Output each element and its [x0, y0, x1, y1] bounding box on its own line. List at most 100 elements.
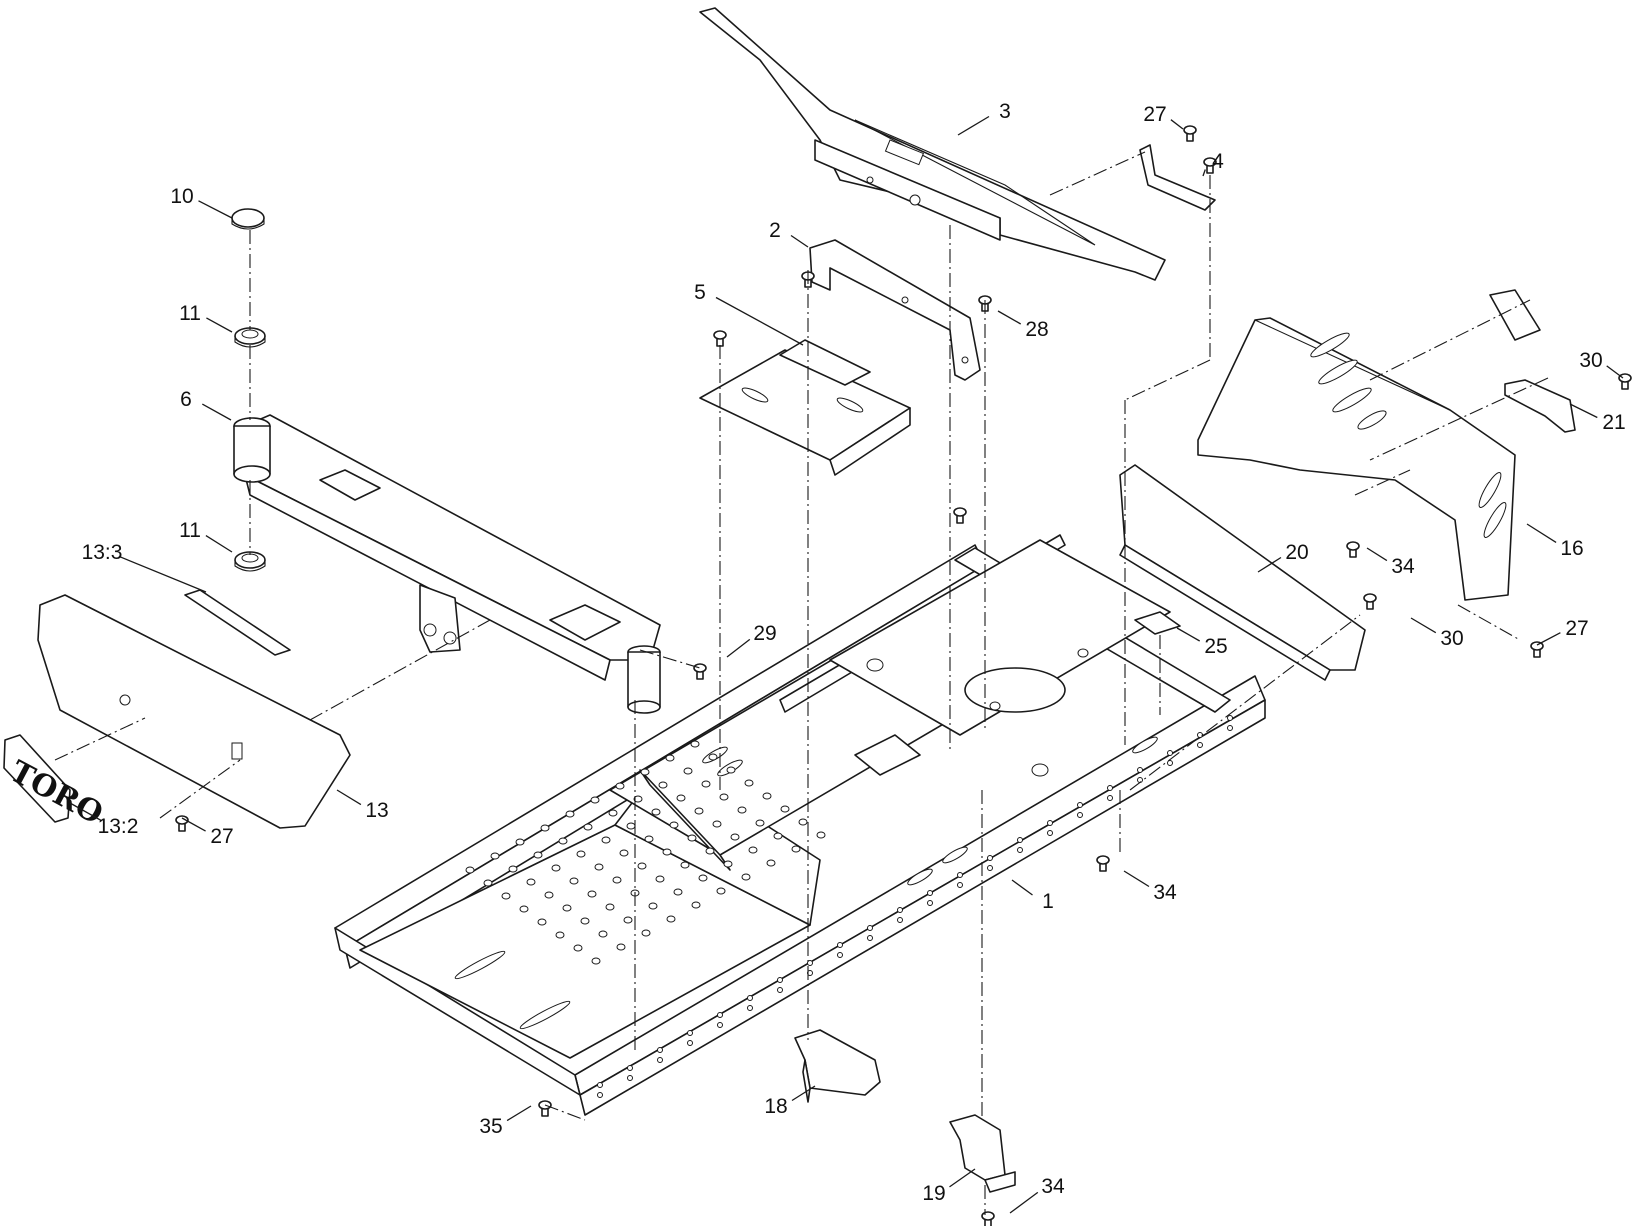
- bolt: [1530, 641, 1544, 658]
- perforation-hole: [712, 820, 722, 828]
- part-19-lower-bracket: [949, 1114, 1016, 1193]
- perforation-hole: [605, 903, 615, 911]
- perforation-hole: [644, 835, 654, 843]
- perforation-hole: [641, 929, 651, 937]
- perforation-hole: [737, 806, 747, 814]
- callout-leader: [1009, 1191, 1039, 1214]
- perforation-hole: [658, 781, 668, 789]
- rail-holes: [597, 715, 1233, 1098]
- rivet-hole: [927, 890, 933, 896]
- callout-leader: [506, 1105, 532, 1122]
- perforation-hole: [744, 779, 754, 787]
- perforation-hole: [565, 810, 575, 818]
- rivet-hole: [717, 1022, 723, 1028]
- perforation-hole: [569, 877, 579, 885]
- perforation-hole: [612, 876, 622, 884]
- perforation-hole: [619, 849, 629, 857]
- callout-label: 4: [1212, 150, 1224, 173]
- callout-label: 27: [210, 825, 233, 848]
- part-16-seat-support: [1197, 317, 1516, 601]
- perforation-hole: [637, 862, 647, 870]
- part-20-rear-bracket: [1119, 464, 1366, 681]
- bolt: [953, 507, 967, 524]
- rivet-hole: [957, 882, 963, 888]
- perforation-hole: [537, 918, 547, 926]
- rivet-hole: [1077, 802, 1083, 808]
- callout-leader: [949, 1168, 976, 1188]
- bolt: [1183, 125, 1197, 142]
- rivet-hole: [867, 925, 873, 931]
- frame-holes: [454, 648, 1158, 1030]
- perforation-hole: [723, 860, 733, 868]
- perforation-hole: [683, 767, 693, 775]
- part-25-decal: [1134, 611, 1181, 635]
- callout-label: 18: [764, 1095, 787, 1118]
- perforation-hole: [719, 793, 729, 801]
- perforation-hole: [640, 768, 650, 776]
- part-5-mount-plate: [699, 339, 911, 476]
- rivet-hole: [807, 960, 813, 966]
- part-21-bracket: [1504, 379, 1576, 433]
- perforation-hole: [798, 818, 808, 826]
- perforation-hole: [615, 782, 625, 790]
- seat-support-slots: [1310, 332, 1507, 538]
- callout-leader: [715, 296, 804, 346]
- perforation-hole: [666, 915, 676, 923]
- perforation-hole: [608, 809, 618, 817]
- perforation-hole: [698, 874, 708, 882]
- perforation-hole: [773, 832, 783, 840]
- seat-mount-plate: [1489, 289, 1541, 341]
- rivet-hole: [927, 900, 933, 906]
- callout-leader: [198, 200, 233, 219]
- rivet-hole: [747, 995, 753, 1001]
- rivet-hole: [627, 1075, 633, 1081]
- part-6-front-axle: [233, 414, 661, 714]
- callout-label: 25: [1204, 635, 1227, 658]
- perforation-hole: [544, 891, 554, 899]
- callout-label: 29: [753, 622, 776, 645]
- rivet-hole: [657, 1047, 663, 1053]
- callout-label: 34: [1041, 1175, 1065, 1198]
- perforation-hole: [690, 740, 700, 748]
- perforation-hole: [508, 865, 518, 873]
- callout-leader: [1011, 879, 1033, 896]
- rivet-hole: [1047, 820, 1053, 826]
- rivet-hole: [747, 1005, 753, 1011]
- callout-label: 6: [180, 388, 192, 411]
- callout-leader: [1536, 632, 1561, 646]
- callout-leader: [205, 535, 233, 553]
- perforation-hole: [665, 754, 675, 762]
- callout-leader: [1606, 365, 1624, 379]
- bolt: [713, 330, 727, 347]
- callout-label: 21: [1602, 411, 1625, 434]
- part-3-top-rail: [699, 7, 1166, 281]
- perforation-hole: [623, 916, 633, 924]
- callout-label: 10: [170, 185, 193, 208]
- callout-leader: [206, 317, 233, 333]
- perforation-hole: [526, 878, 536, 886]
- callout-leader: [181, 817, 206, 832]
- part-11-bearing-upper: [234, 327, 266, 348]
- callout-leader: [790, 234, 809, 248]
- rivet-hole: [597, 1092, 603, 1098]
- perforation-hole: [708, 753, 718, 761]
- floor-pan-perforations: [465, 740, 826, 965]
- callout-leader: [791, 1085, 816, 1102]
- callout-label: 16: [1560, 537, 1583, 560]
- rivet-hole: [777, 987, 783, 993]
- perforation-hole: [705, 847, 715, 855]
- perforation-hole: [483, 879, 493, 887]
- callout-label: 19: [922, 1182, 945, 1205]
- perforation-hole: [730, 833, 740, 841]
- rivet-hole: [687, 1030, 693, 1036]
- perforation-hole: [591, 957, 601, 965]
- callout-label: 34: [1153, 881, 1177, 904]
- perforation-hole: [726, 766, 736, 774]
- rivet-hole: [1137, 767, 1143, 773]
- callout-label: 20: [1285, 541, 1308, 564]
- perforation-hole: [555, 931, 565, 939]
- perforation-hole: [755, 819, 765, 827]
- perforation-hole: [633, 795, 643, 803]
- perforation-hole: [590, 796, 600, 804]
- rivet-hole: [1227, 725, 1233, 731]
